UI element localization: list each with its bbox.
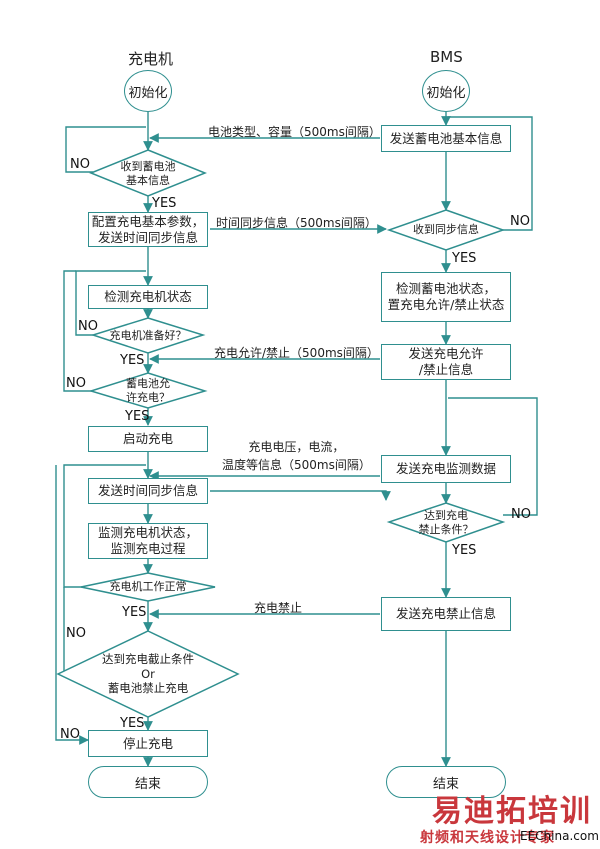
no-label: NO bbox=[78, 319, 98, 334]
charger-received-label: 收到蓄电池 基本信息 bbox=[120, 160, 176, 187]
yes-label: YES bbox=[120, 716, 145, 731]
diamond-normal bbox=[80, 572, 216, 602]
charger-header: 充电机 bbox=[128, 50, 174, 68]
no-label: NO bbox=[70, 157, 90, 172]
diamond-cutoff bbox=[56, 630, 240, 718]
yes-label: YES bbox=[122, 605, 147, 620]
watermark-brand: 易迪拓培训 bbox=[432, 794, 592, 829]
bms-send-stop-box: 发送充电禁止信息 bbox=[381, 597, 511, 631]
no-label: NO bbox=[66, 626, 86, 641]
diamond-allow bbox=[88, 372, 208, 409]
no-label: NO bbox=[66, 376, 86, 391]
charger-start-box: 启动充电 bbox=[88, 426, 208, 452]
charger-init: 初始化 bbox=[124, 70, 172, 112]
no-label: NO bbox=[511, 507, 531, 522]
yes-label: YES bbox=[120, 353, 145, 368]
charger-monitor-box: 监测充电机状态， 监测充电过程 bbox=[88, 523, 208, 559]
msg-charge-stop: 充电禁止 bbox=[254, 601, 303, 615]
bms-send-allow-box: 发送充电允许 /禁止信息 bbox=[381, 344, 511, 380]
bms-send-basic-box: 发送蓄电池基本信息 bbox=[381, 125, 511, 152]
bms-sync-label: 收到同步信息 bbox=[413, 223, 479, 237]
watermark-slogan: 射频和天线设计专家 bbox=[420, 830, 555, 846]
bms-init: 初始化 bbox=[422, 70, 470, 112]
watermark-url: EEChina.com bbox=[520, 829, 599, 843]
msg-charge-data: 充电电压，电流， 温度等信息（500ms间隔） bbox=[222, 440, 371, 472]
msg-allow-deny: 充电允许/禁止（500ms间隔） bbox=[214, 346, 379, 360]
bms-check-box: 检测蓄电池状态， 置充电允许/禁止状态 bbox=[381, 272, 511, 322]
bms-send-monitor-box: 发送充电监测数据 bbox=[381, 455, 511, 483]
yes-label: YES bbox=[452, 543, 477, 558]
charger-config-box: 配置充电基本参数， 发送时间同步信息 bbox=[88, 212, 208, 247]
msg-battery-info: 电池类型、容量（500ms间隔） bbox=[208, 125, 381, 139]
charger-allow-label: 蓄电池允 许充电？ bbox=[126, 377, 170, 404]
charger-sync-box: 发送时间同步信息 bbox=[88, 478, 208, 504]
charger-ready-label: 充电机准备好？ bbox=[109, 329, 187, 343]
charger-normal-label: 充电机工作正常 bbox=[109, 580, 187, 594]
diamond-sync bbox=[386, 209, 506, 251]
charger-cutoff-label: 达到充电截止条件 Or 蓄电池禁止充电 bbox=[102, 652, 194, 696]
charger-detect-box: 检测充电机状态 bbox=[88, 285, 208, 309]
msg-time-sync: 时间同步信息（500ms间隔） bbox=[216, 216, 377, 230]
bms-stop-cond-label: 达到充电 禁止条件？ bbox=[418, 509, 474, 536]
yes-label: YES bbox=[452, 251, 477, 266]
diamond-ready bbox=[90, 317, 206, 354]
charger-stop-box: 停止充电 bbox=[88, 730, 208, 757]
bms-end: 结束 bbox=[386, 766, 506, 798]
charger-end: 结束 bbox=[88, 766, 208, 798]
no-label: NO bbox=[60, 727, 80, 742]
diamond-received bbox=[88, 149, 208, 197]
diamond-stop-cond bbox=[386, 502, 506, 543]
no-label: NO bbox=[510, 214, 530, 229]
yes-label: YES bbox=[125, 409, 150, 424]
bms-header: BMS bbox=[430, 48, 463, 66]
yes-label: YES bbox=[152, 196, 177, 211]
